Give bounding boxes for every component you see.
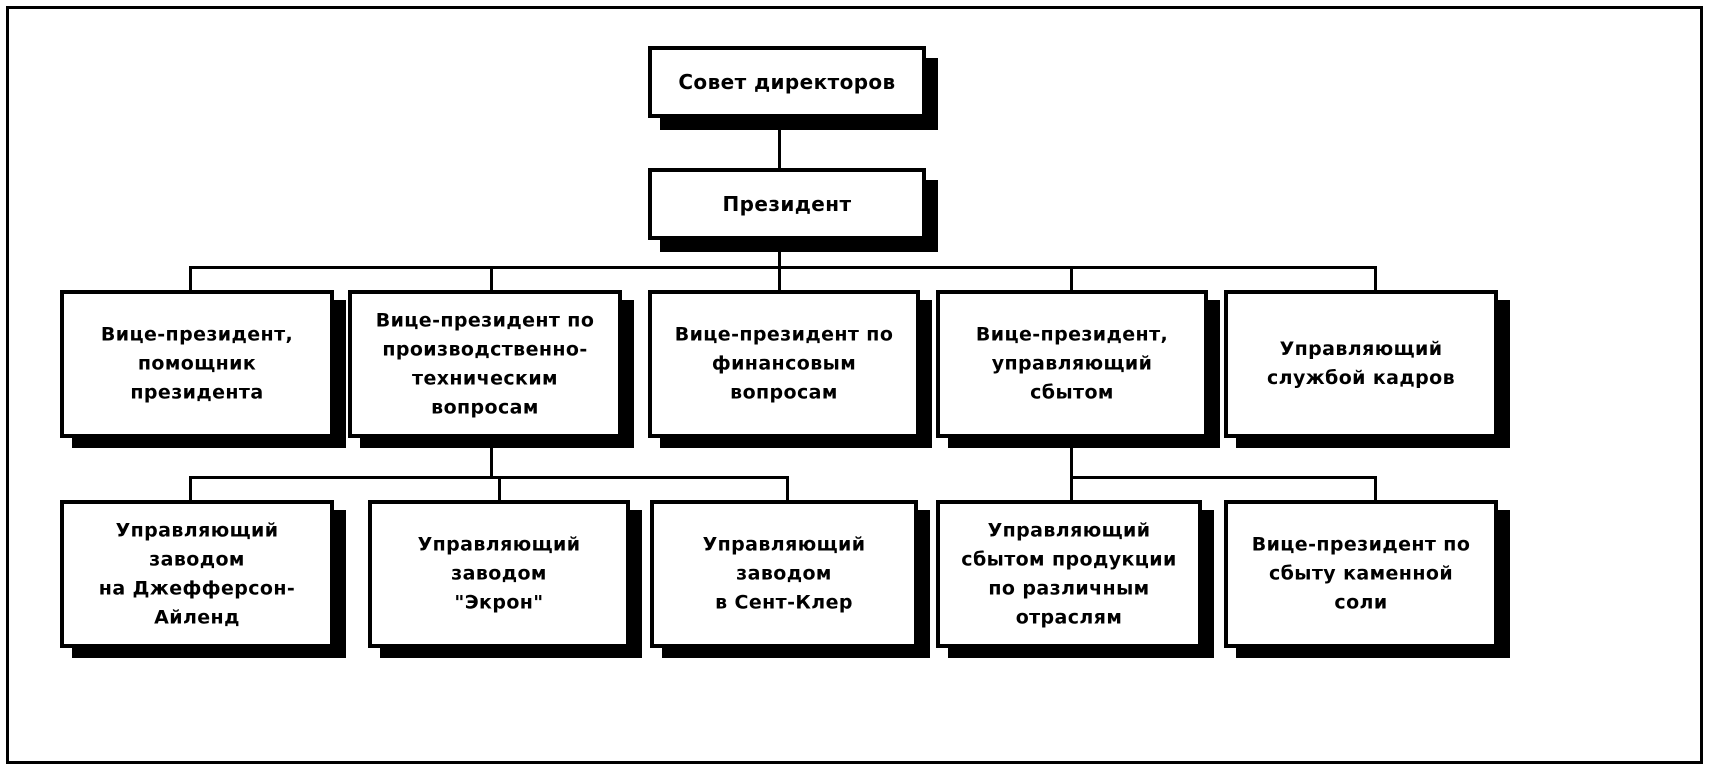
connector-drop-vp-salt: [1374, 476, 1377, 508]
connector-bus-plants: [189, 476, 789, 479]
node-vp-assistant[interactable]: Вице-президент, помощник президента: [60, 290, 334, 438]
connector-drop-plant-clair: [786, 476, 789, 508]
connector-drop-plant-akron: [498, 476, 501, 508]
connector-drop-vp-prod: [490, 266, 493, 294]
node-label: Вице-президент по производственно- техни…: [375, 309, 595, 418]
node-vp-sales[interactable]: Вице-президент, управляющий сбытом: [936, 290, 1208, 438]
connector-drop-vp-sales: [1070, 266, 1073, 294]
node-label: Управляющий сбытом продукции по различны…: [961, 519, 1177, 628]
connector-vp-sales-drop: [1070, 446, 1073, 478]
node-label: Вице-президент, управляющий сбытом: [975, 323, 1169, 404]
node-label: Управляющий службой кадров: [1266, 338, 1456, 389]
connector-drop-plant-jeff: [189, 476, 192, 508]
node-label: Совет директоров: [678, 69, 896, 94]
diagram-outer-frame: [6, 6, 1703, 764]
connector-drop-hr-mgr: [1374, 266, 1377, 294]
node-plant-saint-clair[interactable]: Управляющий заводом в Сент-Клер: [650, 500, 918, 648]
node-label: Вице-президент по сбыту каменной соли: [1251, 533, 1471, 614]
node-hr-manager[interactable]: Управляющий службой кадров: [1224, 290, 1498, 438]
node-sales-manager-industries[interactable]: Управляющий сбытом продукции по различны…: [936, 500, 1202, 648]
node-label: Управляющий заводом в Сент-Клер: [702, 533, 866, 614]
node-label: Управляющий заводом "Экрон": [417, 533, 581, 614]
node-vp-production[interactable]: Вице-президент по производственно- техни…: [348, 290, 622, 438]
connector-drop-vp-fin: [778, 266, 781, 294]
node-label: Вице-президент, помощник президента: [100, 323, 294, 404]
node-plant-akron[interactable]: Управляющий заводом "Экрон": [368, 500, 630, 648]
node-label: Вице-президент по финансовым вопросам: [674, 323, 894, 404]
node-label: Управляющий заводом на Джефферсон- Айлен…: [98, 519, 296, 628]
node-vp-rock-salt-sales[interactable]: Вице-президент по сбыту каменной соли: [1224, 500, 1498, 648]
connector-drop-sales-ind: [1070, 476, 1073, 508]
connector-vp-prod-drop: [490, 446, 493, 478]
connector-president-drop: [778, 240, 781, 268]
node-plant-jefferson-island[interactable]: Управляющий заводом на Джефферсон- Айлен…: [60, 500, 334, 648]
node-board[interactable]: Совет директоров: [648, 46, 926, 118]
connector-bus-level3: [189, 266, 1377, 269]
connector-drop-vp-asst: [189, 266, 192, 294]
node-vp-finance[interactable]: Вице-президент по финансовым вопросам: [648, 290, 920, 438]
connector-bus-sales: [1070, 476, 1377, 479]
node-president[interactable]: Президент: [648, 168, 926, 240]
connector-board-president: [778, 118, 781, 182]
node-label: Президент: [722, 191, 852, 216]
